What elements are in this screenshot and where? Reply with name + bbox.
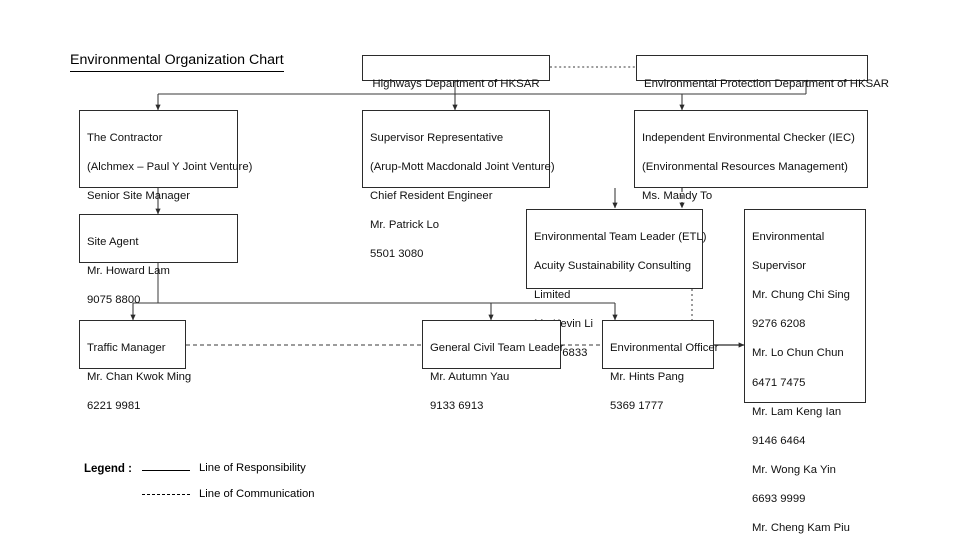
node-line: Mr. Wong Ka Yin — [752, 464, 836, 477]
solid-line-swatch-icon — [142, 470, 190, 472]
node-line: Mr. Chung Chi Sing — [752, 288, 850, 301]
node-line: The Contractor — [87, 131, 163, 144]
node-line: General Civil Team Leader — [430, 341, 564, 354]
node-independent-environmental-checker[interactable]: Independent Environmental Checker (IEC) … — [634, 110, 868, 231]
node-line: Mr. Chan Kwok Ming — [87, 370, 192, 383]
node-general-civil-team-leader[interactable]: General Civil Team Leader Mr. Autumn Yau… — [422, 320, 564, 412]
node-line: 9075 8800 — [87, 293, 141, 306]
node-environmental-officer[interactable]: Environmental Officer Mr. Hints Pang 536… — [602, 320, 719, 412]
node-line: Supervisor — [752, 259, 806, 272]
node-site-agent[interactable]: Site Agent Mr. Howard Lam 9075 8800 — [79, 214, 238, 306]
node-line: Mr. Howard Lam — [87, 264, 170, 277]
dashed-line-swatch-icon — [142, 494, 190, 496]
node-line: Mr. Cheng Kam Piu — [752, 522, 850, 535]
legend-label: Legend : — [84, 463, 132, 475]
node-line: Highways Department of HKSAR — [372, 77, 540, 90]
node-line: 9276 6208 — [752, 318, 806, 331]
legend-item-responsibility: Line of Responsibility — [142, 462, 306, 474]
node-highways-department[interactable]: Highways Department of HKSAR — [362, 55, 550, 90]
node-line: Mr. Autumn Yau — [430, 370, 510, 383]
node-line: Site Agent — [87, 235, 139, 248]
node-line: Mr. Lam Keng Ian — [752, 405, 842, 418]
node-line: Senior Site Manager — [87, 189, 190, 202]
node-line: Environmental Team Leader (ETL) — [534, 230, 707, 243]
node-line: Limited — [534, 288, 571, 301]
node-environmental-supervisor[interactable]: Environmental Supervisor Mr. Chung Chi S… — [744, 209, 866, 534]
node-line: Environmental Officer — [610, 341, 719, 354]
node-line: 6221 9981 — [87, 399, 141, 412]
node-environmental-team-leader[interactable]: Environmental Team Leader (ETL) Acuity S… — [526, 209, 707, 359]
node-line: 5501 3080 — [370, 248, 424, 261]
node-line: Acuity Sustainability Consulting — [534, 259, 691, 272]
node-line: (Environmental Resources Management) — [642, 160, 848, 173]
node-line: Mr. Patrick Lo — [370, 219, 440, 232]
legend-responsibility-text: Line of Responsibility — [199, 462, 306, 474]
node-line: Environmental Protection Department of H… — [644, 77, 890, 90]
node-line: 6471 7475 — [752, 376, 806, 389]
node-line: Mr. Lo Chun Chun — [752, 347, 844, 360]
node-line: Traffic Manager — [87, 341, 166, 354]
node-line: 9146 6464 — [752, 434, 806, 447]
node-supervisor-representative[interactable]: Supervisor Representative (Arup-Mott Mac… — [362, 110, 555, 260]
node-line: Environmental — [752, 230, 825, 243]
node-line: (Alchmex – Paul Y Joint Venture) — [87, 160, 253, 173]
legend-communication-text: Line of Communication — [199, 488, 315, 500]
node-line: 9133 6913 — [430, 399, 484, 412]
node-line: 5369 1777 — [610, 399, 664, 412]
node-line: Chief Resident Engineer — [370, 189, 493, 202]
node-line: Supervisor Representative — [370, 131, 504, 144]
node-line: 6693 9999 — [752, 493, 806, 506]
node-traffic-manager[interactable]: Traffic Manager Mr. Chan Kwok Ming 6221 … — [79, 320, 191, 412]
node-line: (Arup-Mott Macdonald Joint Venture) — [370, 160, 555, 173]
page-title: Environmental Organization Chart — [70, 51, 284, 72]
legend-item-communication: Line of Communication — [142, 488, 315, 500]
node-environmental-protection-department[interactable]: Environmental Protection Department of H… — [636, 55, 889, 90]
node-contractor[interactable]: The Contractor (Alchmex – Paul Y Joint V… — [79, 110, 253, 260]
node-line: Independent Environmental Checker (IEC) — [642, 131, 855, 144]
node-line: Ms. Mandy To — [642, 189, 713, 202]
node-line: Mr. Hints Pang — [610, 370, 685, 383]
